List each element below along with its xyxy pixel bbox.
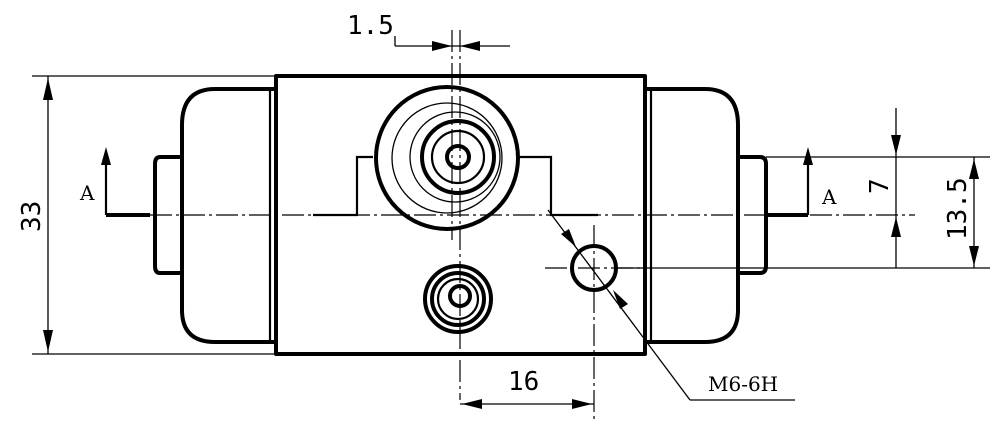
dim-7-arrow-bottom (891, 217, 901, 237)
bleeder-port-outer (423, 264, 493, 334)
main-bore-center (445, 144, 471, 170)
dim-16-text: 16 (508, 367, 539, 397)
dim-1-5-text: 1.5 (347, 11, 394, 41)
dim-7-text: 7 (865, 178, 895, 194)
thread-callout-text: M6-6H (708, 372, 778, 396)
thread-leader-arrow (561, 229, 576, 247)
dim-33-arrow-bottom (43, 330, 53, 352)
dim-33-text: 33 (17, 201, 47, 232)
main-bore-ring (391, 102, 503, 214)
bleeder-port-ring-2 (436, 277, 480, 321)
dim-13-5-arrow-bottom (969, 246, 979, 266)
thread-leader-arrow-2 (613, 290, 628, 309)
dim-13-5-text: 13.5 (943, 177, 973, 240)
right-end-cap (645, 87, 740, 344)
dim-1-5-arrow-left (432, 41, 452, 51)
main-bore-ring-4 (430, 129, 486, 185)
section-arrow-right-head (803, 147, 813, 165)
main-bore-ring-3 (420, 119, 496, 195)
dim-7-arrow-top (891, 135, 901, 155)
section-cut-line-left-step (313, 155, 373, 217)
main-bore-ring-2 (409, 111, 501, 203)
main-bore-outer (374, 85, 520, 231)
section-cut-line-right-step (518, 155, 598, 217)
dim-13-5-arrow-top (969, 159, 979, 179)
dim-1-5-arrow-right (460, 41, 480, 51)
dim-16-arrow-left (462, 399, 482, 409)
dim-16-arrow-right (572, 399, 592, 409)
section-mark-right: A (821, 185, 837, 209)
dim-33-arrow-top (43, 78, 53, 100)
section-arrow-left-head (101, 147, 111, 165)
bleeder-port-ring (430, 271, 486, 327)
section-mark-left: A (79, 181, 95, 205)
left-end-cap (180, 87, 276, 344)
